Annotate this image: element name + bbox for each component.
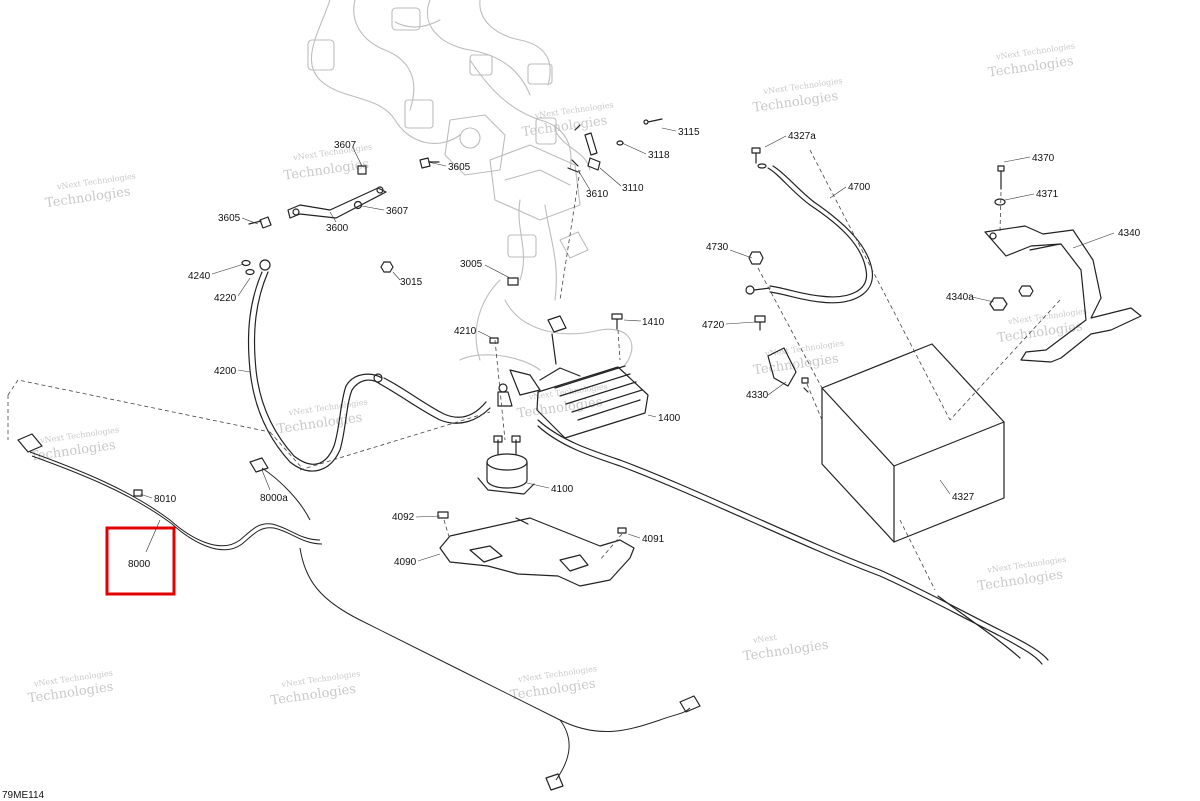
label-4371[interactable]: 4371 — [1036, 189, 1059, 200]
watermark: vNext Technologies Technologies — [521, 100, 614, 140]
bolt-4210 — [489, 337, 499, 344]
watermark: vNext Technologies Technologies — [977, 555, 1067, 594]
bolt-3005 — [507, 277, 519, 286]
watermark: vNext Technologies Technologies — [276, 397, 368, 437]
part-4330-cap — [767, 347, 809, 393]
part-3600-strap — [287, 186, 387, 219]
label-3118[interactable]: 3118 — [648, 150, 670, 161]
svg-text:vNext: vNext — [751, 633, 778, 645]
label-1400[interactable]: 1400 — [658, 413, 681, 424]
screw-4092 — [437, 511, 449, 519]
label-4091[interactable]: 4091 — [642, 534, 665, 545]
bolt-4370 — [997, 165, 1005, 190]
label-4700[interactable]: 4700 — [848, 182, 871, 193]
watermark: vNext Technologies Technologies — [516, 382, 608, 422]
label-3600[interactable]: 3600 — [326, 223, 349, 234]
part-4340-bracket — [984, 225, 1142, 363]
nut-4340a — [989, 285, 1034, 311]
label-3015[interactable]: 3015 — [400, 277, 423, 288]
parts-sensor-group — [567, 118, 663, 173]
label-3605-left[interactable]: 3605 — [218, 213, 241, 224]
dashed-assembly-lines — [7, 149, 1061, 591]
diagram-code: 79ME114 — [2, 790, 45, 801]
nut-4730 — [748, 251, 764, 265]
watermarks: vNext Technologies Technologies vNext Te… — [27, 42, 1087, 709]
label-4340a[interactable]: 4340a — [946, 292, 974, 303]
label-4327a[interactable]: 4327a — [788, 131, 816, 142]
label-4730[interactable]: 4730 — [706, 242, 729, 253]
part-4090-tray — [439, 517, 635, 587]
watermark: vNext Technologies Technologies — [283, 142, 373, 183]
label-4327[interactable]: 4327 — [952, 492, 975, 503]
nut-3015 — [380, 261, 394, 273]
part-labels: 3115 3118 3110 3610 3607 3605 3605 3607 … — [128, 127, 1141, 570]
screw-3607-top — [357, 165, 367, 175]
screw-3605-left — [248, 216, 272, 229]
label-4090[interactable]: 4090 — [394, 557, 417, 568]
washer-4240 — [241, 259, 255, 276]
washer-4371 — [994, 198, 1006, 206]
bolt-1410 — [611, 313, 623, 330]
label-4200[interactable]: 4200 — [214, 366, 237, 377]
bolt-4327a — [751, 147, 767, 169]
label-3005[interactable]: 3005 — [460, 259, 483, 270]
watermark: vNext Technologies Technologies — [752, 76, 843, 116]
label-8000a[interactable]: 8000a — [260, 493, 288, 504]
label-8010[interactable]: 8010 — [154, 494, 177, 505]
screw-4091 — [617, 527, 627, 534]
label-4210[interactable]: 4210 — [454, 326, 477, 337]
leader-lines — [139, 127, 1115, 562]
label-4240[interactable]: 4240 — [188, 271, 211, 282]
screw-3607-bottom — [353, 200, 363, 210]
part-1400-regulator — [509, 315, 649, 439]
watermark: vNext Technologies Technologies — [27, 669, 114, 707]
bolt-4720 — [754, 315, 766, 331]
label-4330[interactable]: 4330 — [746, 390, 769, 401]
watermark: vNext Technologies Technologies — [270, 669, 361, 709]
label-4370[interactable]: 4370 — [1032, 153, 1055, 164]
connector-1400 — [497, 383, 513, 407]
label-3115[interactable]: 3115 — [678, 127, 700, 138]
label-4092[interactable]: 4092 — [392, 512, 415, 523]
watermark: vNext Technologies Technologies — [996, 306, 1087, 346]
label-1410[interactable]: 1410 — [642, 317, 665, 328]
label-3605-right[interactable]: 3605 — [448, 162, 471, 173]
label-3610[interactable]: 3610 — [586, 189, 609, 200]
label-4720[interactable]: 4720 — [702, 320, 725, 331]
part-8000-harness — [17, 433, 701, 791]
label-4100[interactable]: 4100 — [551, 484, 574, 495]
watermark: vNext Technologies — [742, 633, 829, 665]
part-4327-battery — [821, 343, 1005, 543]
watermark: vNext Technologies Technologies — [987, 42, 1075, 81]
main-harness-cable — [537, 419, 1049, 665]
part-4200-cable — [247, 259, 491, 472]
label-8000[interactable]: 8000 — [128, 559, 151, 570]
label-3607-top[interactable]: 3607 — [334, 140, 357, 151]
label-4340[interactable]: 4340 — [1118, 228, 1141, 239]
screw-3605-right — [419, 157, 440, 169]
label-3110[interactable]: 3110 — [622, 183, 644, 194]
watermark: vNext Technologies Technologies — [44, 171, 136, 211]
part-4100-solenoid — [477, 435, 535, 495]
ghost-wiring-harness — [307, 0, 633, 371]
highlight-box-8000 — [105, 526, 176, 596]
watermark: vNext Technologies Technologies — [509, 664, 597, 703]
label-4220[interactable]: 4220 — [214, 293, 237, 304]
label-3607-bottom[interactable]: 3607 — [386, 206, 409, 217]
